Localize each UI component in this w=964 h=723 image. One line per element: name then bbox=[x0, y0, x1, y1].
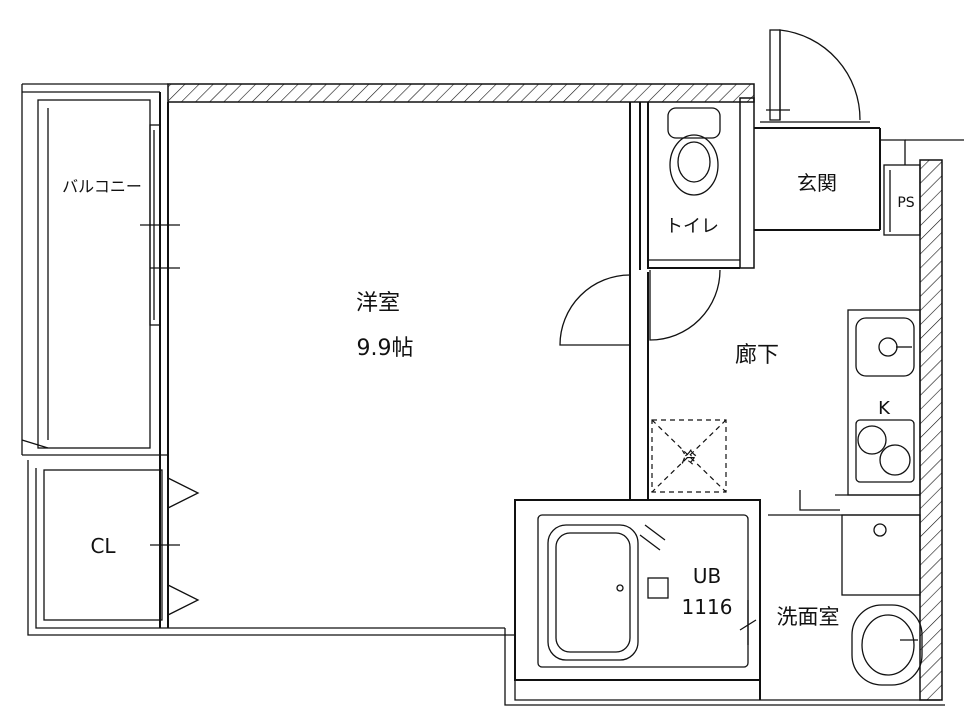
washroom bbox=[759, 505, 923, 700]
toilet-label: トイレ bbox=[665, 216, 719, 237]
western-room-size: 9.9帖 bbox=[357, 336, 414, 361]
toilet-fixture bbox=[667, 107, 721, 196]
balcony bbox=[21, 99, 151, 449]
unit-bath-size: 1116 bbox=[682, 595, 733, 619]
kitchen-counter bbox=[799, 309, 921, 511]
closet bbox=[43, 469, 200, 621]
entrance-label: 玄関 bbox=[797, 171, 837, 195]
unit-bath-label: UB bbox=[693, 564, 721, 588]
fridge-space bbox=[651, 419, 727, 493]
closet-label: CL bbox=[90, 534, 116, 558]
pipe-space-label: PS bbox=[897, 195, 914, 211]
sliding-window bbox=[140, 124, 180, 326]
doors bbox=[559, 29, 861, 346]
fridge-label: 冷 bbox=[681, 448, 697, 467]
hallway-label: 廊下 bbox=[735, 343, 779, 368]
balcony-label: バルコニー bbox=[62, 177, 142, 196]
kitchen-label: K bbox=[878, 398, 891, 419]
unit-bath bbox=[514, 499, 761, 681]
western-room-label: 洋室 bbox=[356, 291, 400, 316]
outer-outline bbox=[21, 83, 964, 706]
washroom-label: 洗面室 bbox=[777, 605, 840, 629]
exterior-walls bbox=[167, 83, 943, 701]
